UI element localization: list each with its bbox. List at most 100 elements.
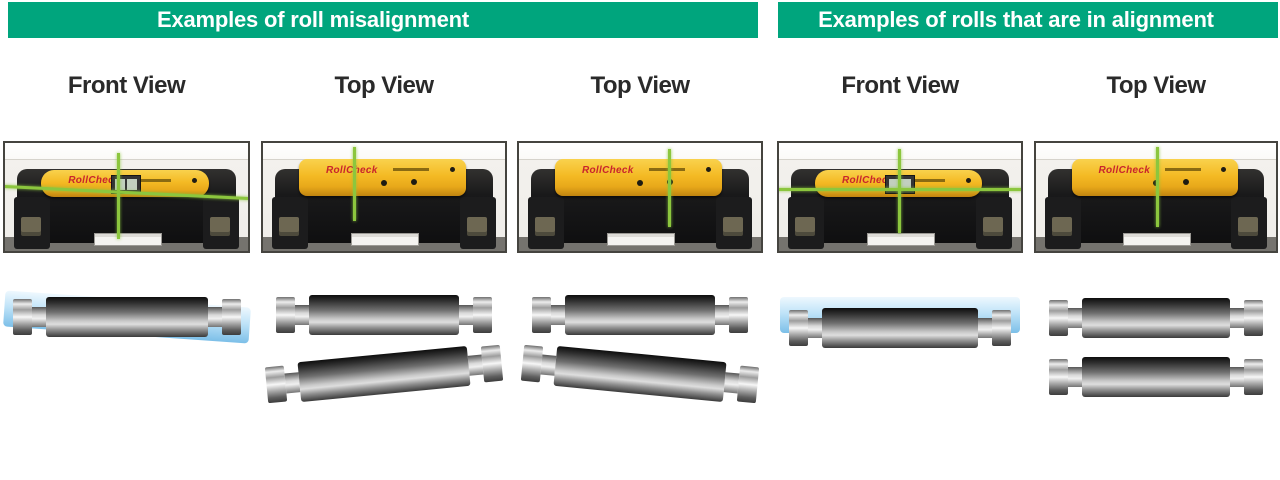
roll-journal-right — [1244, 359, 1263, 395]
roll-shaft-left — [1068, 308, 1082, 328]
laser-aperture-dot — [381, 180, 388, 186]
roll-body — [1082, 357, 1230, 397]
roll-photo-top-aligned: RollCheck — [1034, 141, 1278, 253]
target-pane — [888, 179, 899, 190]
roll-body — [822, 308, 978, 348]
clamp-knob — [1052, 217, 1072, 232]
roll-journal-left — [532, 297, 551, 333]
roll-journal-left — [520, 344, 544, 383]
device-mark — [965, 178, 971, 183]
roll-photo-top-misaligned-2: RollCheck — [517, 141, 763, 253]
clamp-knob — [535, 217, 555, 232]
laser-aperture-dot — [1182, 179, 1189, 185]
device-label-chip — [607, 233, 675, 246]
roll-journal-left — [264, 365, 288, 404]
roll-shaft-right — [978, 318, 992, 338]
roll-body — [1082, 298, 1230, 338]
clamp-knob — [983, 217, 1003, 232]
target-pane — [900, 179, 911, 190]
clamp-knob — [21, 217, 41, 232]
clamp-right — [976, 197, 1012, 249]
device-mark — [192, 178, 198, 183]
roll-illustration-front-misaligned — [3, 290, 251, 344]
view-label: Front View — [841, 72, 959, 99]
target-pane — [127, 179, 138, 190]
roll-shaft-left — [295, 305, 309, 325]
device-mark — [705, 167, 711, 172]
roll-illustration-bottom-roll-skewed — [264, 341, 504, 407]
rollcheck-logo: RollCheck — [842, 175, 894, 186]
view-label: Front View — [67, 72, 186, 99]
panel-aligned-top: Top View RollCheck — [1034, 0, 1278, 480]
device-fine-print — [908, 179, 945, 182]
rollcheck-device: RollCheck — [555, 159, 723, 196]
laser-vertical-line — [897, 149, 901, 233]
clamp-knob — [467, 217, 487, 232]
roll-journal-right — [729, 297, 748, 333]
clamp-left — [1045, 197, 1081, 249]
roll-journal-left — [13, 299, 32, 335]
roll-journal-left — [276, 297, 295, 333]
roll-journal-left — [789, 310, 808, 346]
roll-photo-front-aligned: RollCheck — [777, 141, 1023, 253]
panel-aligned-front: Front View RollCheck — [777, 0, 1023, 480]
clamp-knob — [279, 217, 299, 232]
device-label-chip — [1123, 233, 1191, 246]
rollcheck-logo: RollCheck — [1098, 165, 1151, 176]
device-fine-print — [392, 168, 429, 171]
device-fine-print — [135, 179, 172, 182]
roll-journal-right — [222, 299, 241, 335]
rollcheck-device: RollCheck — [1072, 159, 1238, 196]
roll-shaft-left — [32, 307, 46, 327]
clamp-right — [716, 197, 752, 249]
rollcheck-logo: RollCheck — [582, 165, 634, 176]
device-fine-print — [648, 168, 685, 171]
device-label-chip — [93, 233, 162, 246]
roll-body — [309, 295, 459, 335]
device-label-chip — [867, 233, 935, 246]
clamp-left — [272, 197, 308, 249]
roll-shaft-left — [808, 318, 822, 338]
roll-photo-top-misaligned-1: RollCheck — [261, 141, 507, 253]
laser-vertical-line — [667, 149, 671, 227]
roll-illustration-front-aligned — [780, 297, 1020, 350]
view-label: Top View — [334, 72, 434, 99]
roll-shaft-right — [208, 307, 222, 327]
laser-aperture-dot — [637, 180, 644, 186]
clamp-right — [460, 197, 496, 249]
roll-journal-left — [1049, 359, 1068, 395]
clamp-knob — [1238, 217, 1258, 232]
device-mark — [449, 167, 455, 172]
device-label-chip — [351, 233, 419, 246]
clamp-left — [528, 197, 564, 249]
panel-misaligned-top-2: Top View RollCheck — [517, 0, 763, 480]
clamp-knob — [210, 217, 230, 232]
roll-body — [297, 345, 471, 403]
roll-photo-front-misaligned: RollCheck — [3, 141, 250, 253]
roll-illustration-bottom-roll-skewed — [520, 341, 760, 407]
rollcheck-logo: RollCheck — [68, 175, 120, 186]
roll-journal-right — [736, 365, 760, 404]
header-title-misalignment: Examples of roll misalignment — [156, 7, 470, 32]
clamp-right — [1231, 197, 1267, 249]
roll-illustration-bottom-roll — [1049, 355, 1263, 399]
roll-shaft-right — [1230, 367, 1244, 387]
roll-body — [565, 295, 715, 335]
clamp-left — [788, 197, 824, 249]
header-title-alignment: Examples of rolls that are in alignment — [818, 7, 1214, 32]
roll-journal-right — [992, 310, 1011, 346]
roll-shaft-left — [551, 305, 565, 325]
clamp-left — [14, 197, 50, 249]
roll-shaft-right — [715, 305, 729, 325]
panel-misaligned-top-1: Top View RollCheck — [261, 0, 507, 480]
roll-illustration-top-roll — [1049, 296, 1263, 340]
roll-illustration-top-roll — [532, 293, 748, 337]
clamp-knob — [795, 217, 815, 232]
roll-shaft-right — [459, 305, 473, 325]
roll-illustration-top-roll — [276, 293, 492, 337]
laser-vertical-line — [1156, 147, 1159, 227]
header-bar-alignment: Examples of rolls that are in alignment — [778, 2, 1278, 38]
view-label: Top View — [1106, 72, 1206, 99]
target-pane — [115, 179, 126, 190]
rollcheck-device: RollCheck — [299, 159, 467, 196]
